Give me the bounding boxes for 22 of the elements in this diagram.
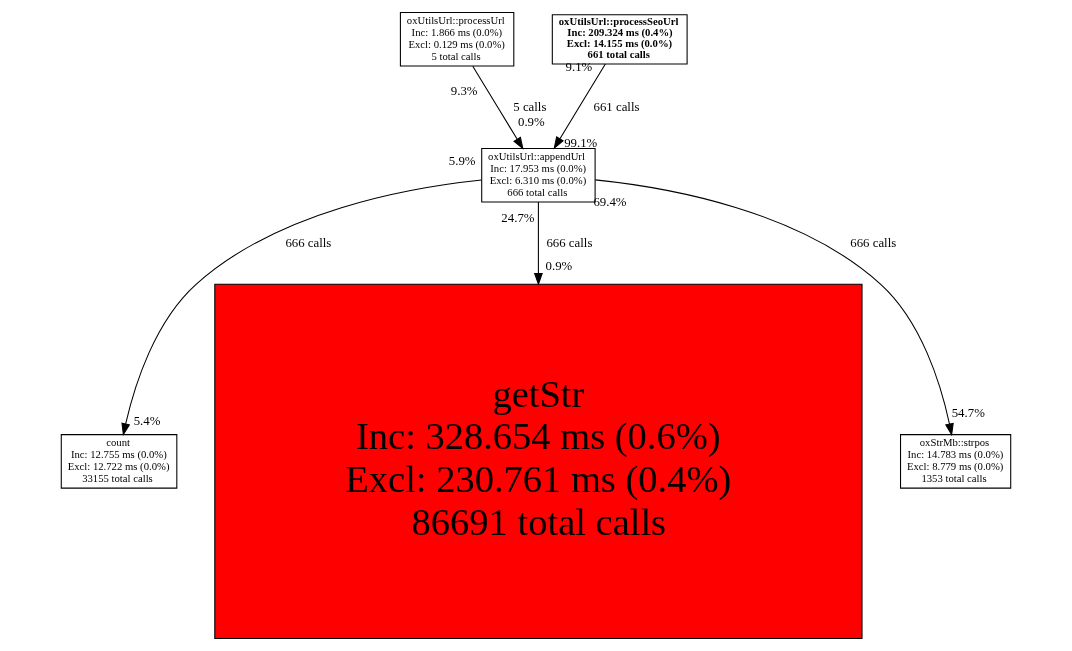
arrow	[594, 179, 954, 437]
edge-label: 661 calls	[593, 100, 640, 115]
arrow	[121, 179, 483, 437]
label: 5.4%	[133, 414, 161, 429]
label: 54.7%	[951, 405, 985, 420]
node-box: getStr Inc: 328.654 ms (0.6%) Excl: 230.761 ms (0.4%) 86691 total calls	[214, 283, 863, 639]
label: 0.9%	[545, 259, 573, 274]
node-box: oxUtilsUrl::processUrl Inc: 1.866 ms (0.0%) Excl: 0.129 ms (0.0%) 5 total calls	[399, 12, 515, 67]
arrow	[553, 63, 606, 150]
arrow	[472, 65, 524, 150]
label: 9.3%	[450, 83, 478, 98]
label: 24.7%	[501, 211, 535, 226]
edge-label: 666 calls	[285, 235, 332, 250]
label: 5.9%	[448, 153, 476, 168]
node-box: oxStrMb::strpos Inc: 14.783 ms (0.0%) Excl: 8.779 ms (0.0%) 1353 total calls	[900, 434, 1012, 489]
label: 69.4%	[593, 194, 627, 209]
edge-label: 666 calls	[850, 235, 897, 250]
label: 0.9%	[517, 115, 545, 130]
edge-label: 5 calls	[513, 100, 547, 115]
edge-label: 666 calls	[546, 235, 593, 250]
node-box: count Inc: 12.755 ms (0.0%) Excl: 12.722 ms (0.0%) 33155 total calls	[60, 434, 178, 489]
arrow	[533, 201, 543, 286]
